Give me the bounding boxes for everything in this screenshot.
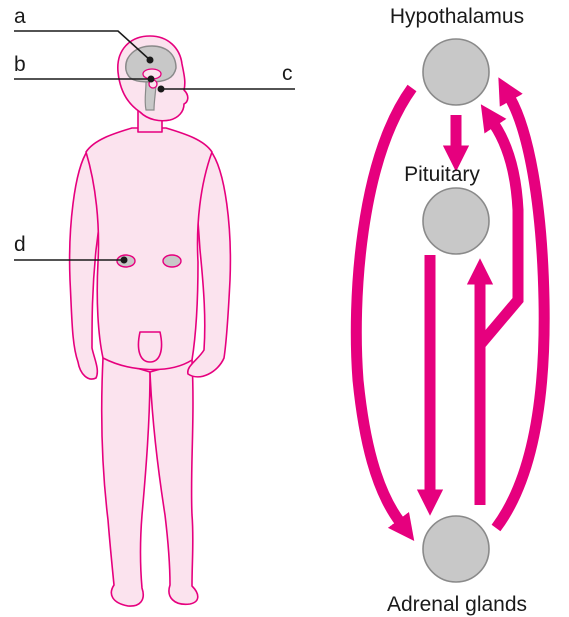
right-adrenal-kidney — [163, 255, 181, 267]
callout-c-dot — [158, 86, 165, 93]
callout-a-dot — [147, 57, 154, 64]
adrenal-node — [423, 516, 489, 582]
axis-arrows — [356, 88, 544, 528]
adrenal-label: Adrenal glands — [387, 593, 527, 616]
callout-letter-c: c — [282, 62, 293, 85]
left-leg — [102, 358, 150, 606]
arrow-hypothalamus-to-adrenal — [356, 88, 412, 522]
pituitary-label: Pituitary — [404, 163, 480, 186]
right-leg — [150, 360, 198, 604]
genital-region — [138, 332, 161, 362]
human-body-illustration — [70, 36, 231, 606]
callout-letter-d: d — [14, 233, 26, 256]
callout-d-dot — [121, 257, 128, 264]
pituitary-node — [423, 188, 489, 254]
hypothalamus-label: Hypothalamus — [390, 5, 524, 28]
callout-letter-b: b — [14, 53, 26, 76]
callout-b-dot — [148, 76, 155, 83]
callout-letter-a: a — [14, 5, 26, 28]
hypothalamus-node — [423, 39, 489, 105]
